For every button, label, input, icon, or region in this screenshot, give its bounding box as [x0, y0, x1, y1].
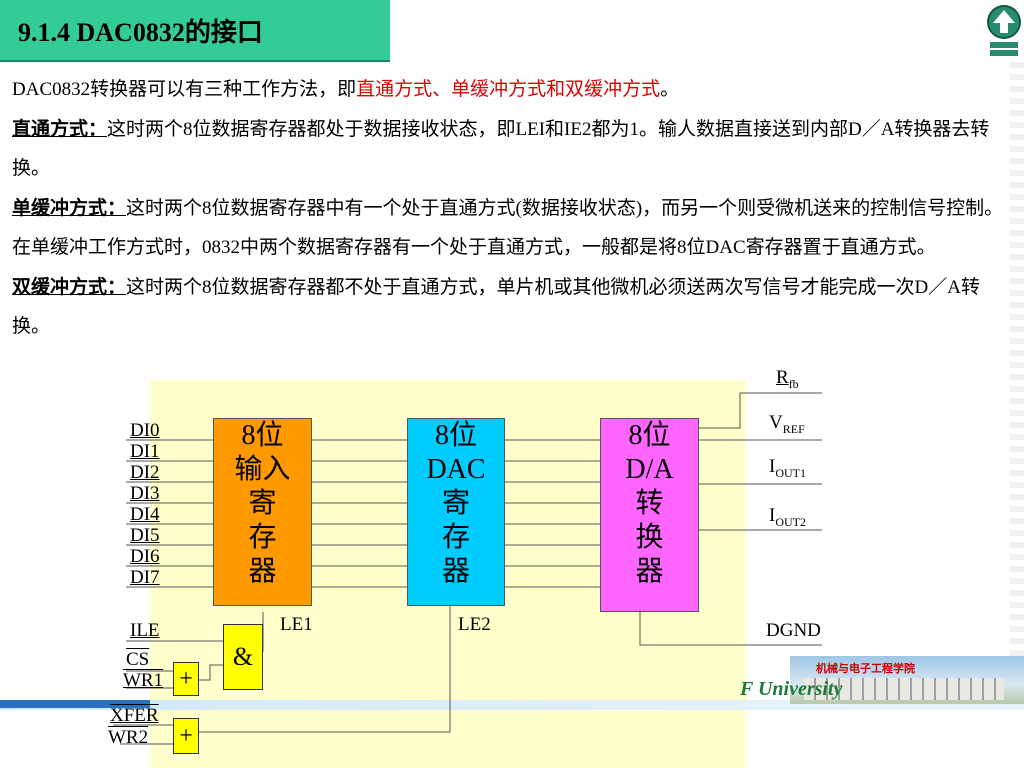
dac-register-block: 8位 DAC 寄 存 器	[407, 418, 505, 606]
pin-ile: ILE	[130, 620, 160, 641]
pin-di1: DI1	[130, 441, 160, 462]
modes-highlight: 直通方式、单缓冲方式和双缓冲方式	[356, 79, 661, 100]
double-label: 双缓冲方式：	[12, 276, 127, 298]
decorative-stripe	[1010, 62, 1024, 702]
pin-wr1: WR1	[123, 670, 164, 691]
pin-di6: DI6	[130, 546, 160, 567]
label-le2: LE2	[458, 614, 491, 635]
pin-di3: DI3	[130, 483, 160, 504]
pin-di7: DI7	[130, 567, 160, 588]
title-bar: 9.1.4 DAC0832的接口	[0, 0, 390, 62]
page-title: 9.1.4 DAC0832的接口	[18, 18, 263, 47]
pin-dgnd: DGND	[766, 620, 821, 641]
slide-body: DAC0832转换器可以有三种工作方法，即直通方式、单缓冲方式和双缓冲方式。 直…	[12, 70, 1012, 347]
pin-rfb: Rfb	[776, 367, 799, 391]
pin-iout1: IOUT1	[769, 456, 806, 480]
direct-paragraph: 直通方式：这时两个8位数据寄存器都处于数据接收状态，即LEI和IE2都为1。输人…	[12, 118, 990, 180]
single-label: 单缓冲方式：	[12, 197, 127, 219]
single-paragraph: 单缓冲方式：这时两个8位数据寄存器中有一个处于直通方式(数据接收状态)，而另一个…	[12, 197, 1004, 259]
university-name: F University	[740, 678, 843, 700]
pin-wr2: WR2	[108, 727, 149, 748]
campus-photo: 机械与电子工程学院	[790, 656, 1024, 704]
footer-bar	[0, 700, 1024, 710]
double-paragraph: 双缓冲方式：这时两个8位数据寄存器都不处于直通方式，单片机或其他微机必须送两次写…	[12, 276, 980, 338]
college-logo-text: 机械与电子工程学院	[816, 662, 915, 675]
pin-cs: CS	[126, 649, 150, 670]
input-register-block: 8位 输入 寄 存 器	[213, 418, 312, 606]
intro-paragraph: DAC0832转换器可以有三种工作方法，即直通方式、单缓冲方式和双缓冲方式。	[12, 79, 680, 100]
pin-di4: DI4	[130, 504, 160, 525]
da-converter-block: 8位 D/A 转 换 器	[600, 418, 699, 612]
pin-di5: DI5	[130, 525, 160, 546]
or-gate-wr1: +	[173, 662, 199, 696]
pin-di0: DI0	[130, 420, 160, 441]
pin-iout2: IOUT2	[769, 505, 806, 529]
or-gate-wr2: +	[173, 718, 199, 754]
label-le1: LE1	[280, 614, 313, 635]
direct-label: 直通方式：	[12, 118, 108, 140]
pin-vref: VREF	[769, 412, 805, 436]
and-gate: &	[223, 624, 263, 690]
footer-accent	[0, 700, 150, 708]
pin-di2: DI2	[130, 462, 160, 483]
home-arrow-icon[interactable]	[986, 4, 1022, 58]
pin-xfer: XFER	[110, 705, 159, 726]
